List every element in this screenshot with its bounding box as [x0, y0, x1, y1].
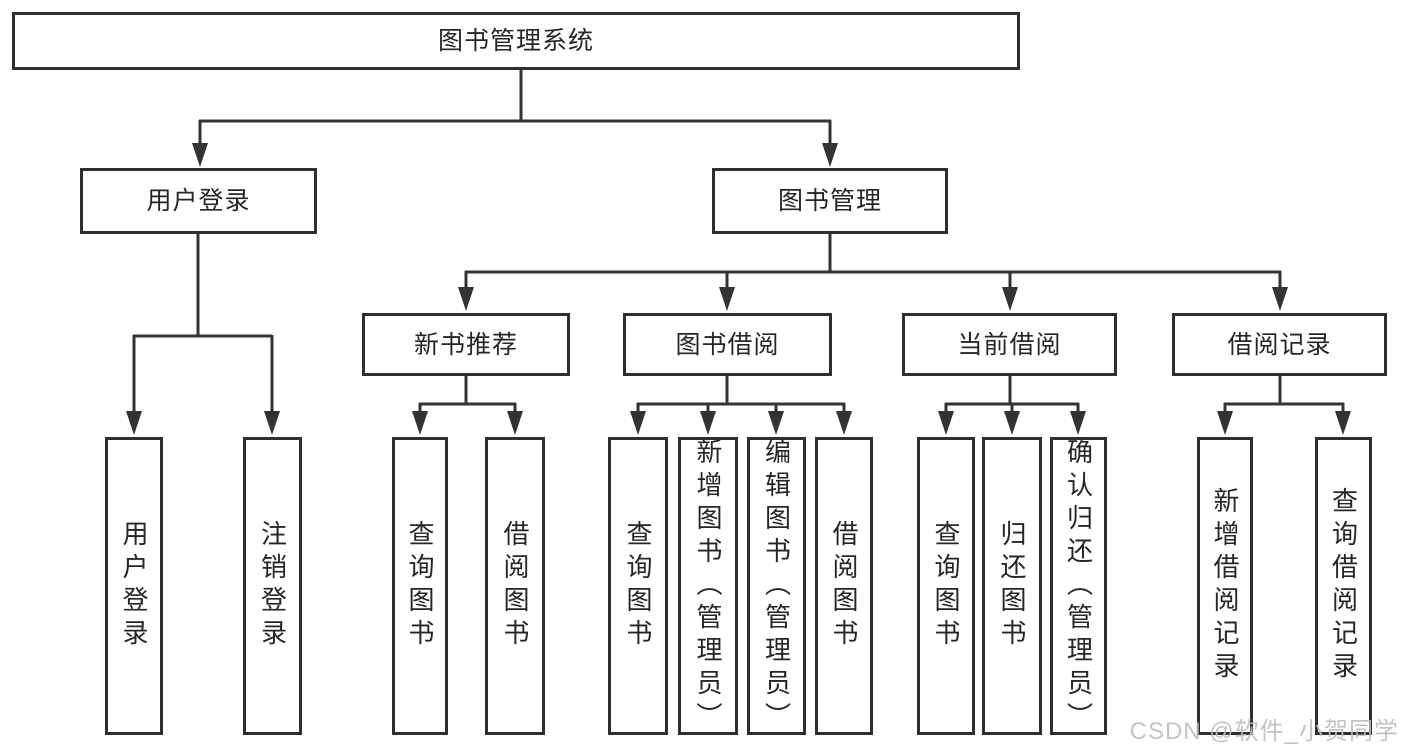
connector-user-login-split	[126, 233, 280, 435]
connector-book-management-split	[458, 233, 1288, 311]
node-borrow-record: 借阅记录	[1172, 313, 1387, 376]
node-book-borrow-label: 图书借阅	[675, 330, 780, 359]
node-borrow-record-label: 借阅记录	[1227, 330, 1332, 359]
node-new-book-recommend-label: 新书推荐	[413, 330, 518, 359]
node-current-borrow: 当前借阅	[902, 313, 1117, 376]
connector-borrow-record-split	[1217, 376, 1351, 435]
leaf-add-book-admin: 新增图书（管理员）	[678, 437, 738, 735]
node-book-management: 图书管理	[712, 168, 948, 234]
leaf-logout-label: 注销登录	[257, 520, 288, 652]
leaf-add-borrow-record: 新增借阅记录	[1197, 437, 1253, 735]
leaf-query-book-1-label: 查询图书	[405, 520, 435, 652]
node-new-book-recommend: 新书推荐	[362, 313, 570, 376]
csdn-watermark: CSDN @软件_小贺同学	[1129, 718, 1399, 745]
node-root-system: 图书管理系统	[12, 12, 1020, 70]
leaf-borrow-book-1: 借阅图书	[485, 437, 545, 735]
node-root-system-label: 图书管理系统	[437, 27, 594, 55]
leaf-query-book-1: 查询图书	[392, 437, 448, 735]
leaf-borrow-book-2: 借阅图书	[815, 437, 873, 735]
leaf-borrow-book-1-label: 借阅图书	[500, 520, 530, 652]
connector-book-borrow-split	[630, 376, 852, 435]
node-book-management-label: 图书管理	[777, 187, 882, 215]
leaf-return-book: 归还图书	[982, 437, 1042, 735]
leaf-borrow-book-2-label: 借阅图书	[829, 520, 859, 652]
connector-new-book-split	[412, 376, 523, 435]
leaf-add-book-admin-label: 新增图书（管理员）	[693, 437, 723, 735]
leaf-edit-book-admin: 编辑图书（管理员）	[747, 437, 806, 735]
connector-root-split	[192, 70, 838, 167]
leaf-query-book-2: 查询图书	[608, 437, 668, 735]
leaf-query-book-2-label: 查询图书	[623, 520, 653, 652]
leaf-confirm-return-admin: 确认归还（管理员）	[1050, 437, 1107, 735]
leaf-user-login-label: 用户登录	[119, 520, 149, 652]
leaf-query-book-3-label: 查询图书	[931, 520, 961, 652]
connector-current-borrow-split	[938, 376, 1086, 435]
node-user-login-label: 用户登录	[146, 187, 251, 215]
node-book-borrow: 图书借阅	[623, 313, 832, 376]
leaf-confirm-return-admin-label: 确认归还（管理员）	[1063, 437, 1094, 735]
node-current-borrow-label: 当前借阅	[957, 330, 1062, 359]
node-user-login: 用户登录	[80, 168, 317, 234]
leaf-add-borrow-record-label: 新增借阅记录	[1210, 487, 1240, 685]
leaf-edit-book-admin-label: 编辑图书（管理员）	[761, 437, 792, 735]
leaf-query-borrow-record: 查询借阅记录	[1315, 437, 1372, 735]
leaf-query-borrow-record-label: 查询借阅记录	[1328, 487, 1359, 685]
leaf-query-book-3: 查询图书	[917, 437, 975, 735]
leaf-return-book-label: 归还图书	[997, 520, 1027, 652]
leaf-user-login: 用户登录	[105, 437, 163, 735]
leaf-logout: 注销登录	[243, 437, 302, 735]
